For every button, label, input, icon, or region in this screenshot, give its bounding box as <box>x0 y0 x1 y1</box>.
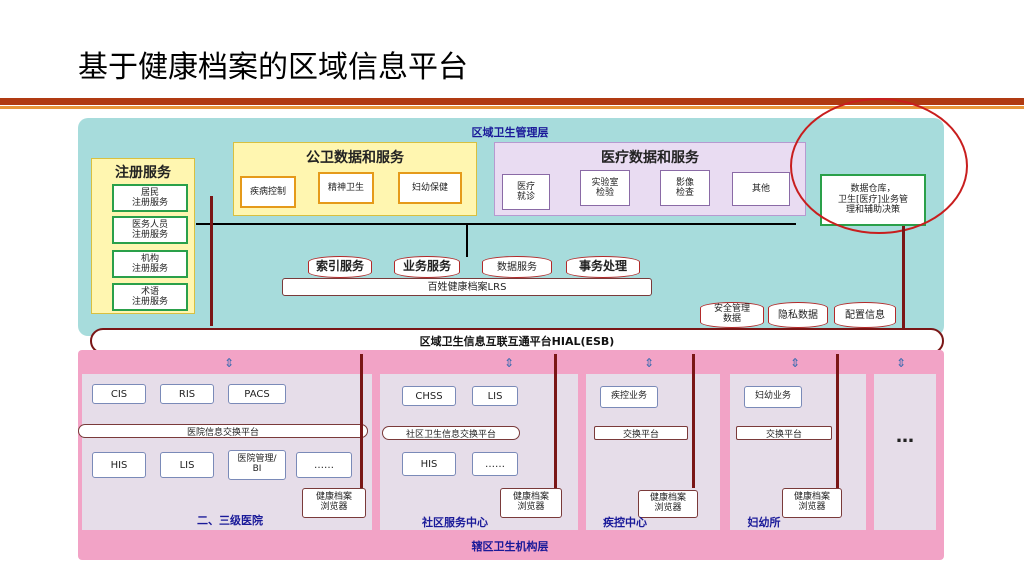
hospital-label: 二、三级医院 <box>197 514 263 527</box>
hospital-exchange-bar: 医院信息交换平台 <box>78 424 368 438</box>
cdc-exchange-bar: 交换平台 <box>594 426 688 440</box>
ris-box: RIS <box>160 384 214 404</box>
chss-box: CHSS <box>402 386 456 406</box>
maternal-browser-box: 健康档案 浏览器 <box>782 488 842 518</box>
other-doc: 其他 <box>732 172 790 206</box>
imaging-doc: 影像 检查 <box>660 170 710 206</box>
registry-title: 注册服务 <box>115 165 171 181</box>
cdc-browser-box: 健康档案 浏览器 <box>638 490 698 518</box>
regional-layer-label: 区域卫生管理层 <box>471 126 549 139</box>
title-rule <box>0 98 1024 105</box>
hospital-bi-box: 医院管理/ BI <box>228 450 286 480</box>
jurisdiction-layer-label: 辖区卫生机构层 <box>471 540 549 553</box>
cis-box: CIS <box>92 384 146 404</box>
hospital-browser-box: 健康档案 浏览器 <box>302 488 366 518</box>
registry-connector <box>210 196 213 326</box>
maternal-connector <box>836 354 839 488</box>
up-down-arrow-icon: ⇕ <box>643 356 655 370</box>
maternal-label: 妇幼所 <box>747 516 781 529</box>
up-down-arrow-icon: ⇕ <box>789 356 801 370</box>
cdc-label: 疾控中心 <box>603 516 647 529</box>
his-box: HIS <box>92 452 146 478</box>
maternal-exchange-bar: 交换平台 <box>736 426 832 440</box>
maternal-health-doc: 妇幼保健 <box>398 172 462 204</box>
hospital-more-box: …… <box>296 452 352 478</box>
medical-title: 医疗数据和服务 <box>601 150 699 166</box>
services-drop-line <box>466 223 468 257</box>
security-data-cylinder: 安全管理 数据 <box>700 302 764 328</box>
lrs-bar: 百姓健康档案LRS <box>282 278 652 296</box>
esb-label: 区域卫生信息互联互通平台HIAL(ESB) <box>419 335 615 348</box>
highlight-circle <box>790 98 968 234</box>
up-down-arrow-icon: ⇕ <box>503 356 515 370</box>
registry-item-institution: 机构 注册服务 <box>112 250 188 278</box>
lis-box: LIS <box>160 452 214 478</box>
disease-control-doc: 疾病控制 <box>240 176 296 208</box>
up-down-arrow-icon: ⇕ <box>223 356 235 370</box>
title-rule-accent <box>0 106 1024 109</box>
lab-test-doc: 实验室 检验 <box>580 170 630 206</box>
community-lis-box: LIS <box>472 386 518 406</box>
more-panel <box>874 374 936 530</box>
mental-health-doc: 精神卫生 <box>318 172 374 204</box>
community-connector <box>554 354 557 488</box>
business-service-cylinder: 业务服务 <box>394 256 460 278</box>
registry-item-terminology: 术语 注册服务 <box>112 283 188 311</box>
cdc-service-box: 疾控业务 <box>600 386 658 408</box>
public-health-title: 公卫数据和服务 <box>306 150 404 166</box>
registry-item-staff: 医务人员 注册服务 <box>112 216 188 244</box>
page-title: 基于健康档案的区域信息平台 <box>78 50 468 85</box>
services-connector-line <box>196 223 796 225</box>
privacy-data-cylinder: 隐私数据 <box>768 302 828 328</box>
pacs-box: PACS <box>228 384 286 404</box>
registry-item-resident: 居民 注册服务 <box>112 184 188 212</box>
hospital-connector <box>360 354 363 488</box>
warehouse-connector <box>902 226 905 330</box>
up-down-arrow-icon: ⇕ <box>895 356 907 370</box>
community-label: 社区服务中心 <box>422 516 488 529</box>
transaction-cylinder: 事务处理 <box>566 256 640 278</box>
more-ellipsis: … <box>896 426 914 447</box>
config-info-cylinder: 配置信息 <box>834 302 896 328</box>
community-browser-box: 健康档案 浏览器 <box>500 488 562 518</box>
index-service-cylinder: 索引服务 <box>308 256 372 278</box>
data-service-cylinder: 数据服务 <box>482 256 552 278</box>
cdc-connector <box>692 354 695 488</box>
community-exchange-bar: 社区卫生信息交换平台 <box>382 426 520 440</box>
community-his-box: HIS <box>402 452 456 476</box>
community-more-box: …… <box>472 452 518 476</box>
maternal-service-box: 妇幼业务 <box>744 386 802 408</box>
medical-visit-doc: 医疗 就诊 <box>502 174 550 210</box>
